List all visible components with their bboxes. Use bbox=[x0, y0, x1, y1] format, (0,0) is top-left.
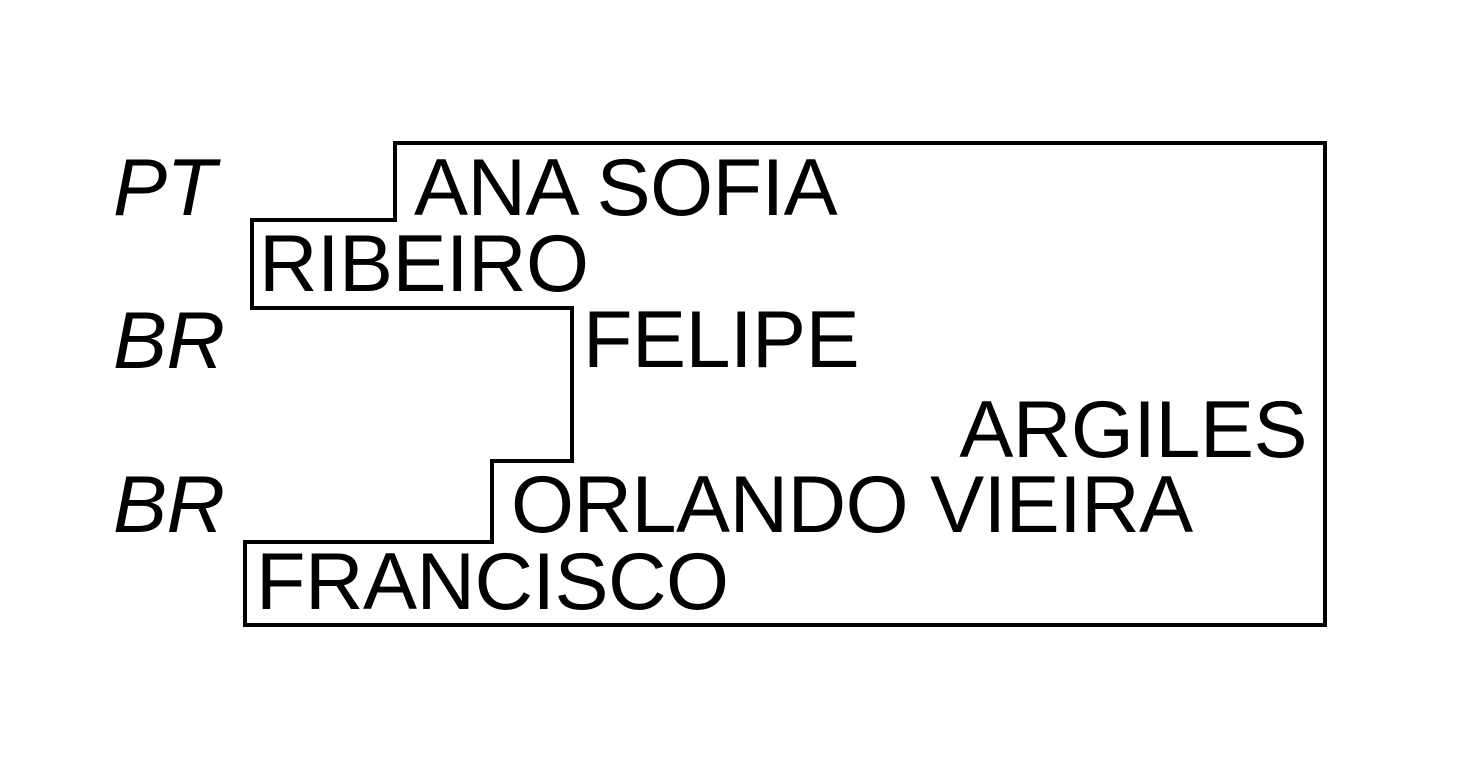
country-label-br-2: BR bbox=[113, 460, 225, 550]
artist-name-line: ANA SOFIA bbox=[414, 143, 838, 233]
artist-name-line: FELIPE bbox=[583, 295, 859, 385]
artist-name-line: RIBEIRO bbox=[259, 219, 589, 309]
artist-name-line: FRANCISCO bbox=[256, 537, 729, 627]
artist-name-line: ORLANDO VIEIRA bbox=[511, 460, 1193, 550]
country-label-br-1: BR bbox=[113, 296, 225, 386]
artist-name-line: ARGILES bbox=[959, 385, 1307, 475]
name-block-outline bbox=[243, 141, 1327, 627]
country-label-pt: PT bbox=[113, 143, 222, 233]
